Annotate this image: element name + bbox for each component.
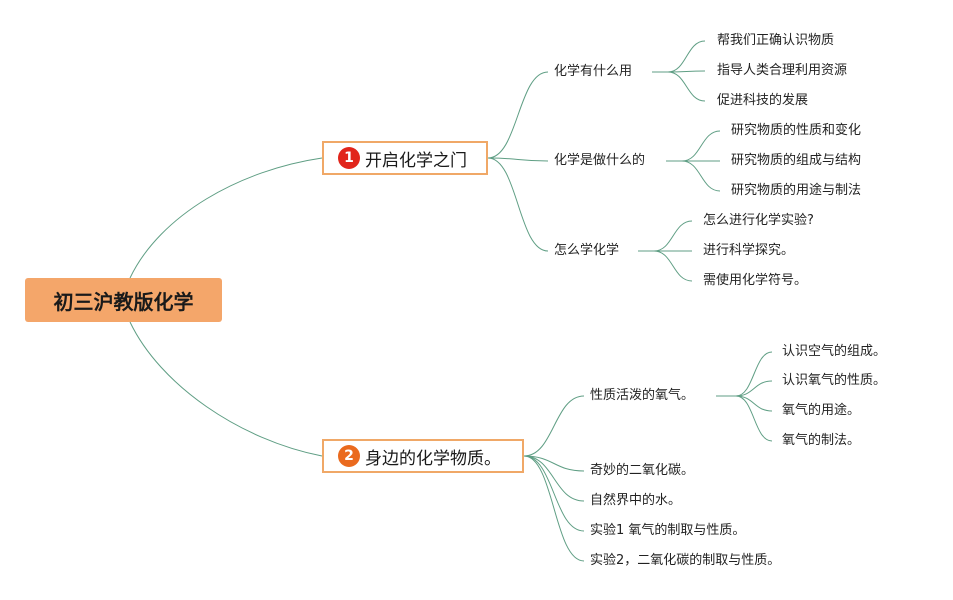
connector-19 bbox=[735, 380, 773, 397]
connector-17 bbox=[523, 455, 585, 562]
connector-16 bbox=[523, 455, 585, 532]
connector-7 bbox=[681, 130, 721, 162]
connector-14 bbox=[523, 455, 585, 472]
leaf-1-1-2[interactable]: 指导人类合理利用资源 bbox=[717, 63, 848, 78]
connector-18 bbox=[735, 351, 773, 397]
leaf-1-3-2[interactable]: 进行科学探究。 bbox=[703, 243, 795, 258]
connector-root-topic-1 bbox=[129, 157, 323, 279]
root-node[interactable]: 初三沪教版化学 bbox=[25, 278, 222, 322]
leaf-1-3-3[interactable]: 需使用化学符号。 bbox=[703, 273, 808, 288]
subtopic-1-2[interactable]: 化学是做什么的 bbox=[554, 153, 646, 168]
subtopic-2-3[interactable]: 自然界中的水。 bbox=[590, 493, 682, 508]
leaf-2-1-4[interactable]: 氧气的制法。 bbox=[782, 433, 861, 448]
connector-12 bbox=[653, 250, 693, 282]
leaf-2-1-2[interactable]: 认识氧气的性质。 bbox=[782, 373, 887, 388]
connector-15 bbox=[523, 455, 585, 502]
connector-4 bbox=[667, 40, 706, 73]
number-badge-2: 2 bbox=[338, 445, 360, 467]
connector-2 bbox=[487, 157, 549, 162]
number-badge-1: 1 bbox=[338, 147, 360, 169]
connector-1 bbox=[487, 71, 549, 159]
connector-5 bbox=[667, 70, 706, 73]
topic-node-2[interactable]: 2 身边的化学物质。 bbox=[322, 439, 524, 473]
leaf-2-1-1[interactable]: 认识空气的组成。 bbox=[782, 344, 887, 359]
connector-20 bbox=[735, 395, 773, 412]
connector-9 bbox=[681, 160, 721, 192]
connector-3 bbox=[487, 157, 549, 252]
topic-node-1[interactable]: 1 开启化学之门 bbox=[322, 141, 488, 175]
connector-10 bbox=[653, 220, 693, 252]
leaf-1-2-3[interactable]: 研究物质的用途与制法 bbox=[731, 183, 862, 198]
root-label: 初三沪教版化学 bbox=[53, 289, 194, 314]
subtopic-2-4[interactable]: 实验1 氧气的制取与性质。 bbox=[590, 523, 746, 538]
subtopic-1-3[interactable]: 怎么学化学 bbox=[554, 243, 620, 258]
leaf-1-3-1[interactable]: 怎么进行化学实验? bbox=[703, 213, 814, 228]
connector-6 bbox=[667, 71, 706, 102]
topic-label-1: 开启化学之门 bbox=[365, 150, 467, 171]
subtopic-2-2[interactable]: 奇妙的二氧化碳。 bbox=[590, 463, 695, 478]
topic-label-2: 身边的化学物质。 bbox=[365, 448, 501, 469]
leaf-2-1-3[interactable]: 氧气的用途。 bbox=[782, 403, 861, 418]
subtopic-2-1[interactable]: 性质活泼的氧气。 bbox=[590, 388, 695, 403]
leaf-1-1-1[interactable]: 帮我们正确认识物质 bbox=[717, 33, 835, 48]
connector-13 bbox=[523, 395, 585, 457]
connector-root-topic-2 bbox=[129, 321, 323, 457]
connector-21 bbox=[735, 395, 773, 442]
leaf-1-1-3[interactable]: 促进科技的发展 bbox=[717, 93, 809, 108]
leaf-1-2-1[interactable]: 研究物质的性质和变化 bbox=[731, 123, 862, 138]
subtopic-2-5[interactable]: 实验2，二氧化碳的制取与性质。 bbox=[590, 553, 781, 568]
leaf-1-2-2[interactable]: 研究物质的组成与结构 bbox=[731, 153, 862, 168]
subtopic-1-1[interactable]: 化学有什么用 bbox=[554, 64, 633, 79]
